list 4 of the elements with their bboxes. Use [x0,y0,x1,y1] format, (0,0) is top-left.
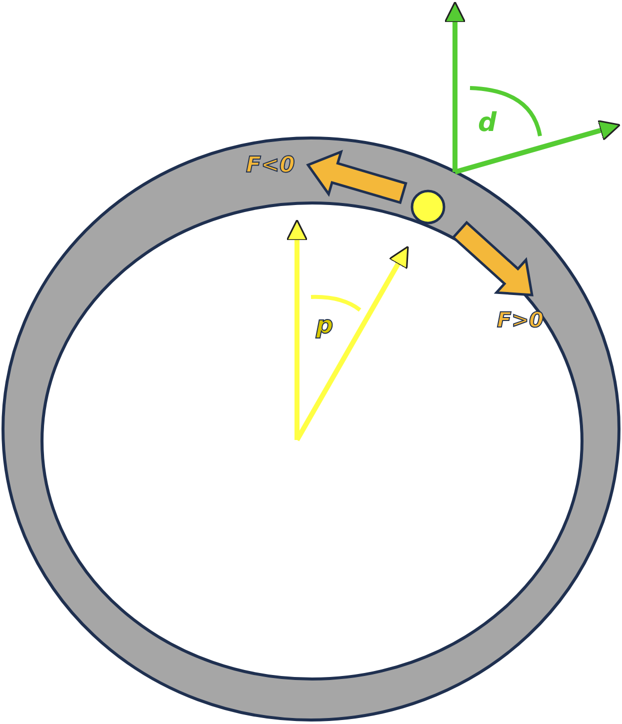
angle-label: p [316,313,334,337]
angle-label: d [478,110,497,136]
force-label: F>0 [497,310,544,331]
force-label: F<0 [246,155,295,177]
